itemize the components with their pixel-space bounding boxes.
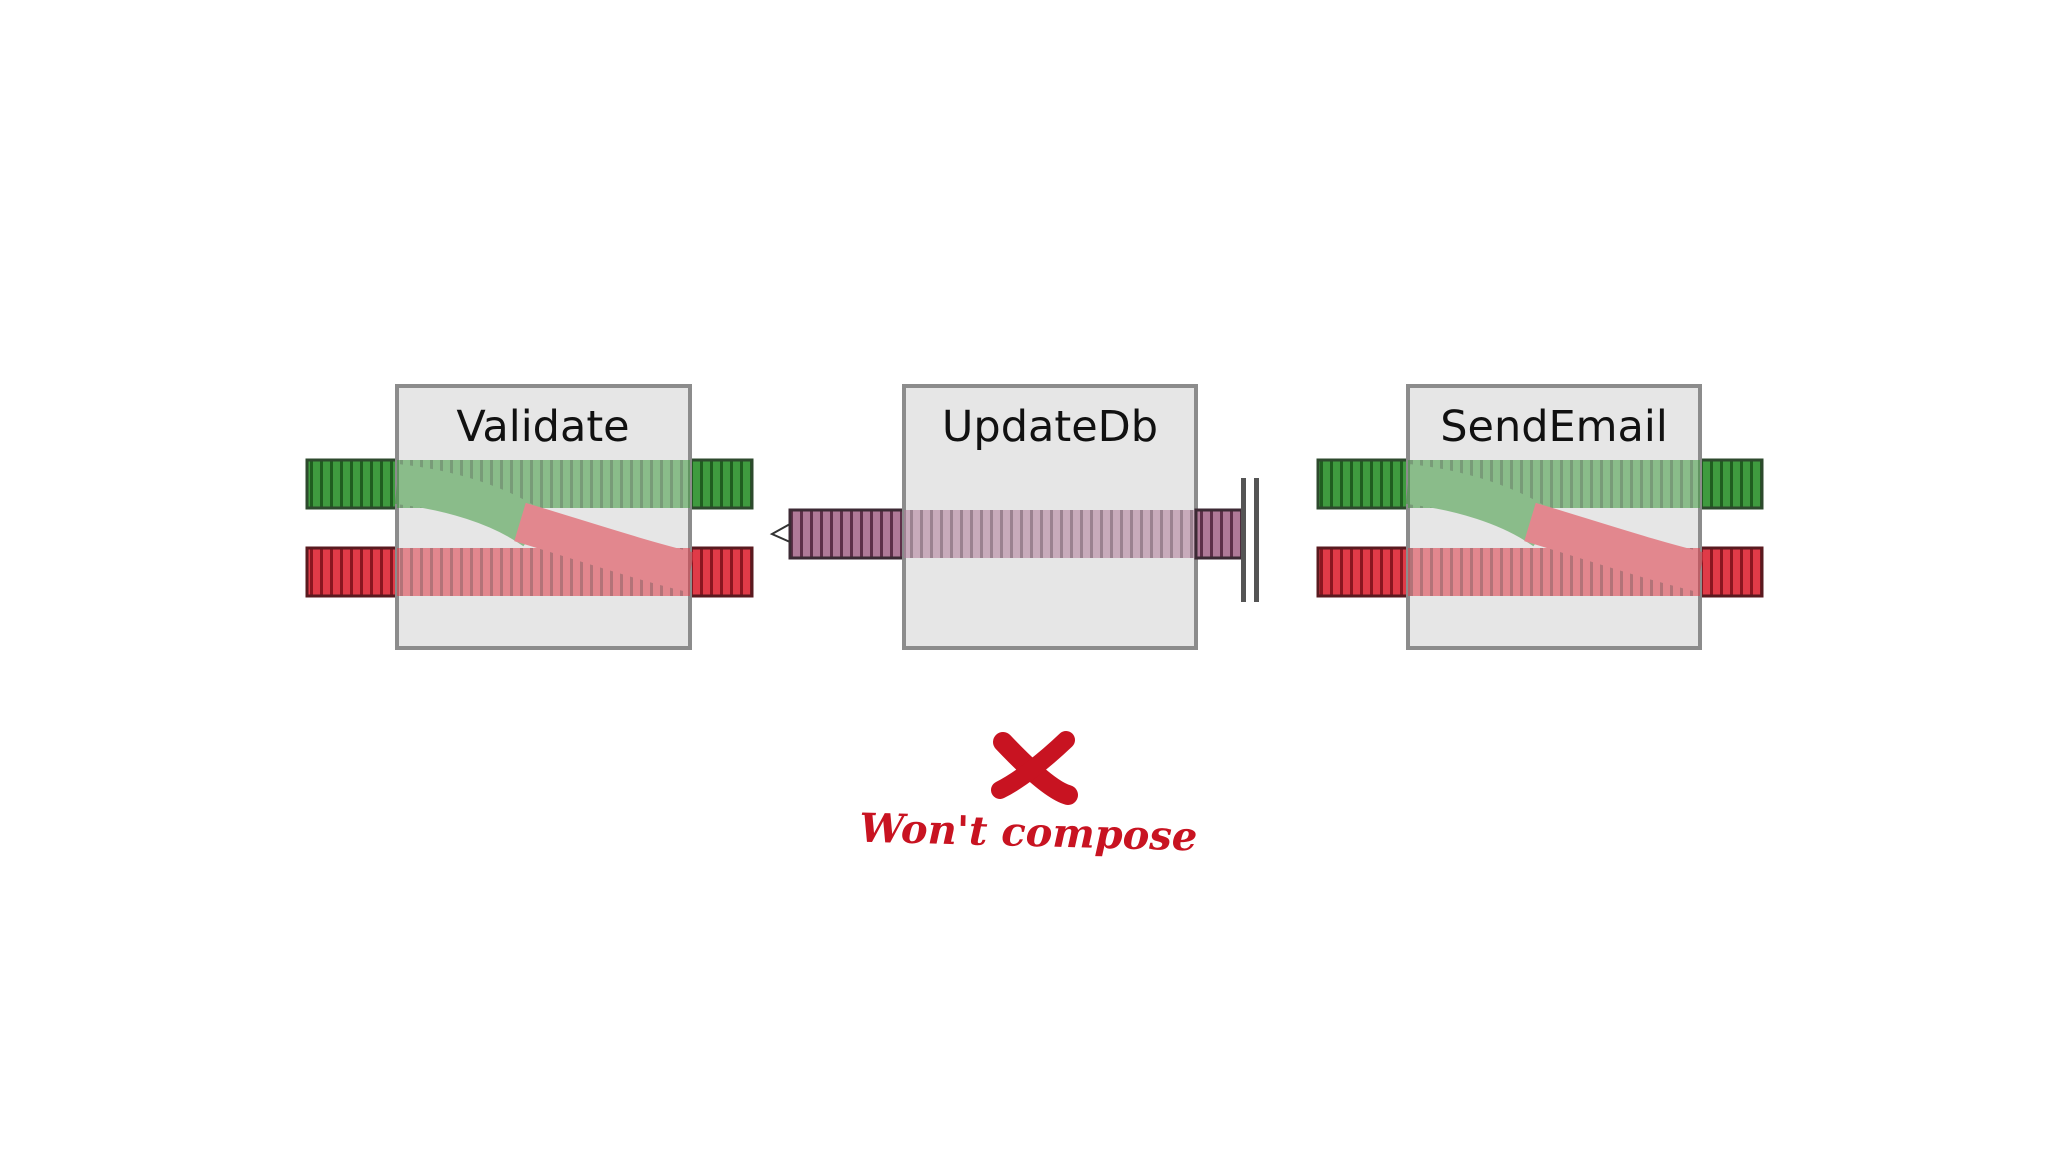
updatedb-title: UpdateDb [942, 402, 1158, 452]
updatedb-track-out [1196, 510, 1242, 558]
updatedb-track-in-tip [772, 524, 790, 542]
validate-title: Validate [456, 402, 629, 452]
sendemail-title: SendEmail [1440, 402, 1668, 452]
sendemail-red-track-in [1318, 548, 1408, 596]
validate-red-track-in [307, 548, 397, 596]
updatedb-track-in [790, 510, 904, 558]
validate-red-track-out [690, 548, 752, 596]
validate-green-track-in [307, 460, 397, 508]
cross-mark-icon [1000, 740, 1068, 795]
validate-green-track-out [690, 460, 752, 508]
sendemail-function: SendEmail [1318, 386, 1762, 648]
validate-function: Validate [307, 386, 752, 648]
sendemail-red-track-out [1700, 548, 1762, 596]
sendemail-green-track-out [1700, 460, 1762, 508]
verdict-label: Won't compose [859, 805, 1198, 861]
dead-end-bar-2 [1254, 478, 1259, 602]
updatedb-inner-track [904, 510, 1196, 558]
sendemail-green-track-in [1318, 460, 1408, 508]
dead-end-bar-1 [1241, 478, 1246, 602]
updatedb-function: UpdateDb [772, 386, 1259, 648]
